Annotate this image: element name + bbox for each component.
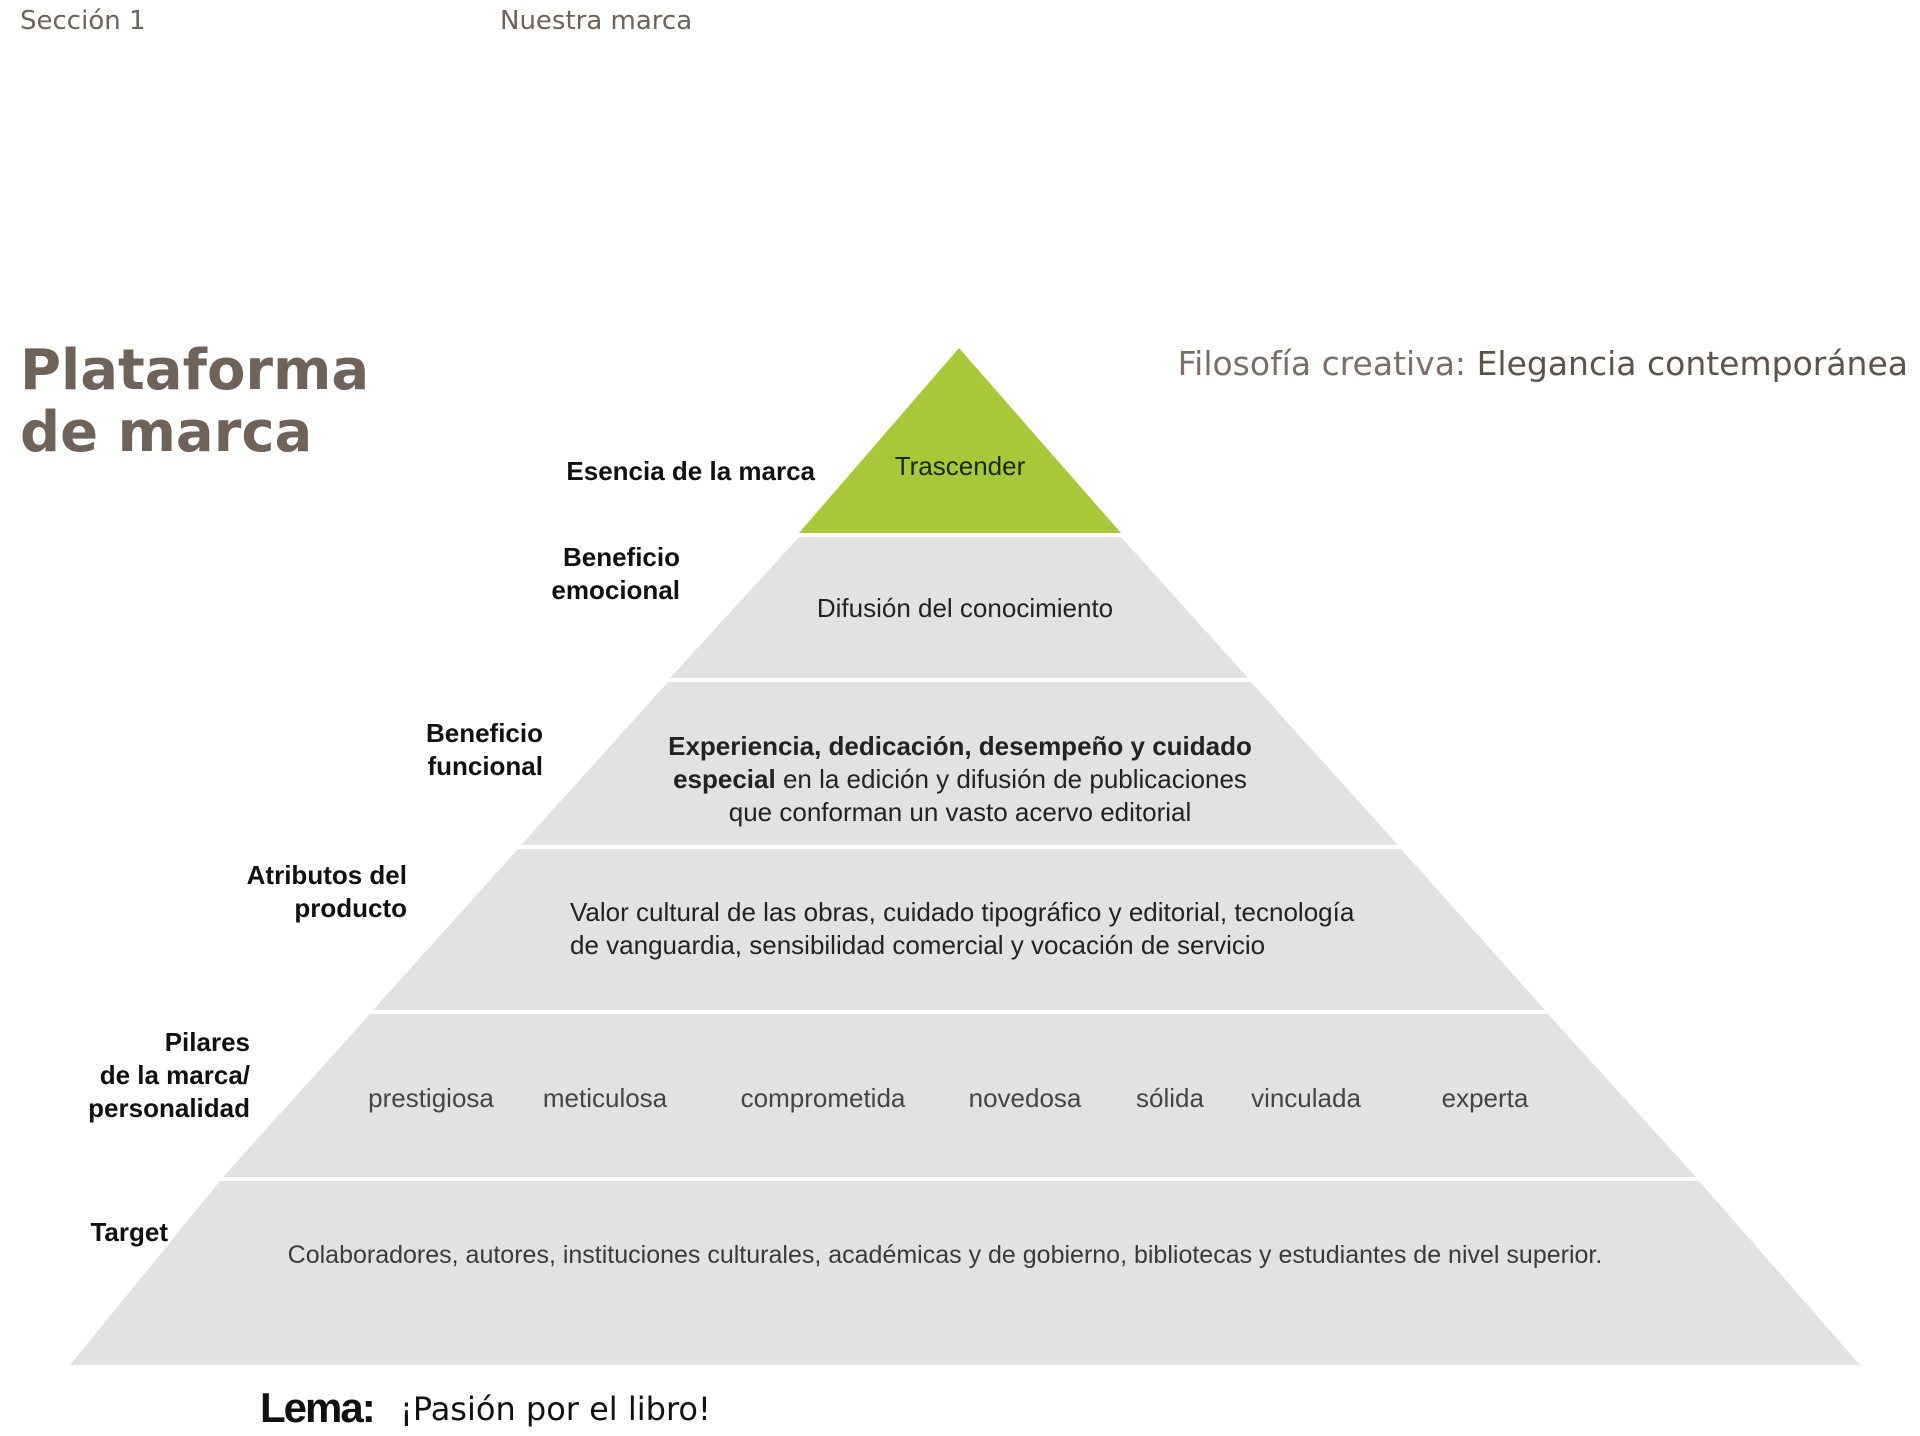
pillar-item: novedosa bbox=[968, 1083, 1082, 1113]
functional-bold-line2: especial bbox=[673, 764, 776, 794]
page-title-line2: de marca bbox=[20, 400, 313, 465]
attributes-line1: Valor cultural de las obras, cuidado tip… bbox=[570, 897, 1355, 927]
essence-label: Esencia de la marca bbox=[566, 456, 815, 486]
pillars-label-line3: personalidad bbox=[88, 1093, 250, 1123]
pillar-item: prestigiosa bbox=[368, 1083, 494, 1113]
emotional-label-line1: Beneficio bbox=[562, 542, 680, 572]
tier-essence bbox=[799, 348, 1121, 533]
attributes-line2: de vanguardia, sensibilidad comercial y … bbox=[570, 930, 1266, 960]
pillar-item: meticulosa bbox=[542, 1083, 668, 1113]
lema-text: ¡Pasión por el libro! bbox=[400, 1390, 711, 1428]
pillars-label-line1: Pilares bbox=[164, 1027, 250, 1057]
attributes-text: Valor cultural de las obras, cuidado tip… bbox=[570, 896, 1430, 962]
attributes-label-line2: producto bbox=[294, 893, 407, 923]
pillar-item: comprometida bbox=[740, 1083, 906, 1113]
functional-label: Beneficio funcional bbox=[340, 717, 543, 783]
emotional-label: Beneficio emocional bbox=[480, 541, 680, 607]
functional-bold-line1: Experiencia, dedicación, desempeño y cui… bbox=[668, 731, 1252, 761]
pillar-item: sólida bbox=[1136, 1083, 1204, 1113]
pillars-label: Pilares de la marca/ personalidad bbox=[50, 1026, 250, 1125]
attributes-label: Atributos del producto bbox=[180, 859, 407, 925]
functional-line3: que conforman un vasto acervo editorial bbox=[728, 797, 1192, 827]
page-title: Plataforma de marca bbox=[20, 340, 440, 464]
tier-attributes bbox=[373, 849, 1545, 1010]
attributes-label-line1: Atributos del bbox=[246, 860, 407, 890]
emotional-text: Difusión del conocimiento bbox=[816, 593, 1114, 623]
functional-label-line2: funcional bbox=[427, 751, 543, 781]
pillar-item: vinculada bbox=[1251, 1083, 1361, 1113]
page-title-line1: Plataforma bbox=[20, 338, 370, 403]
section-topic: Nuestra marca bbox=[500, 6, 693, 36]
tier-pillars bbox=[223, 1014, 1696, 1177]
emotional-label-line2: emocional bbox=[551, 575, 680, 605]
functional-label-line1: Beneficio bbox=[425, 718, 543, 748]
essence-text: Trascender bbox=[894, 451, 1026, 481]
tier-emotional bbox=[670, 537, 1248, 678]
section-label: Sección 1 bbox=[20, 6, 146, 36]
target-text: Colaboradores, autores, instituciones cu… bbox=[287, 1241, 1603, 1269]
functional-rest-line2: en la edición y difusión de publicacione… bbox=[775, 764, 1247, 794]
philosophy-prefix: Filosofía creativa: bbox=[1177, 344, 1467, 383]
philosophy-value: Elegancia contemporánea bbox=[1476, 344, 1908, 383]
tier-target bbox=[70, 1181, 1860, 1365]
functional-text: Experiencia, dedicación, desempeño y cui… bbox=[600, 730, 1320, 829]
lema-label: Lema: bbox=[260, 1384, 376, 1431]
creative-philosophy: Filosofía creativa: Elegancia contemporá… bbox=[1178, 344, 1908, 383]
target-label: Target bbox=[90, 1217, 168, 1247]
pillar-item: experta bbox=[1441, 1083, 1529, 1113]
pillars-label-line2: de la marca/ bbox=[99, 1060, 250, 1090]
tier-functional bbox=[521, 682, 1398, 845]
